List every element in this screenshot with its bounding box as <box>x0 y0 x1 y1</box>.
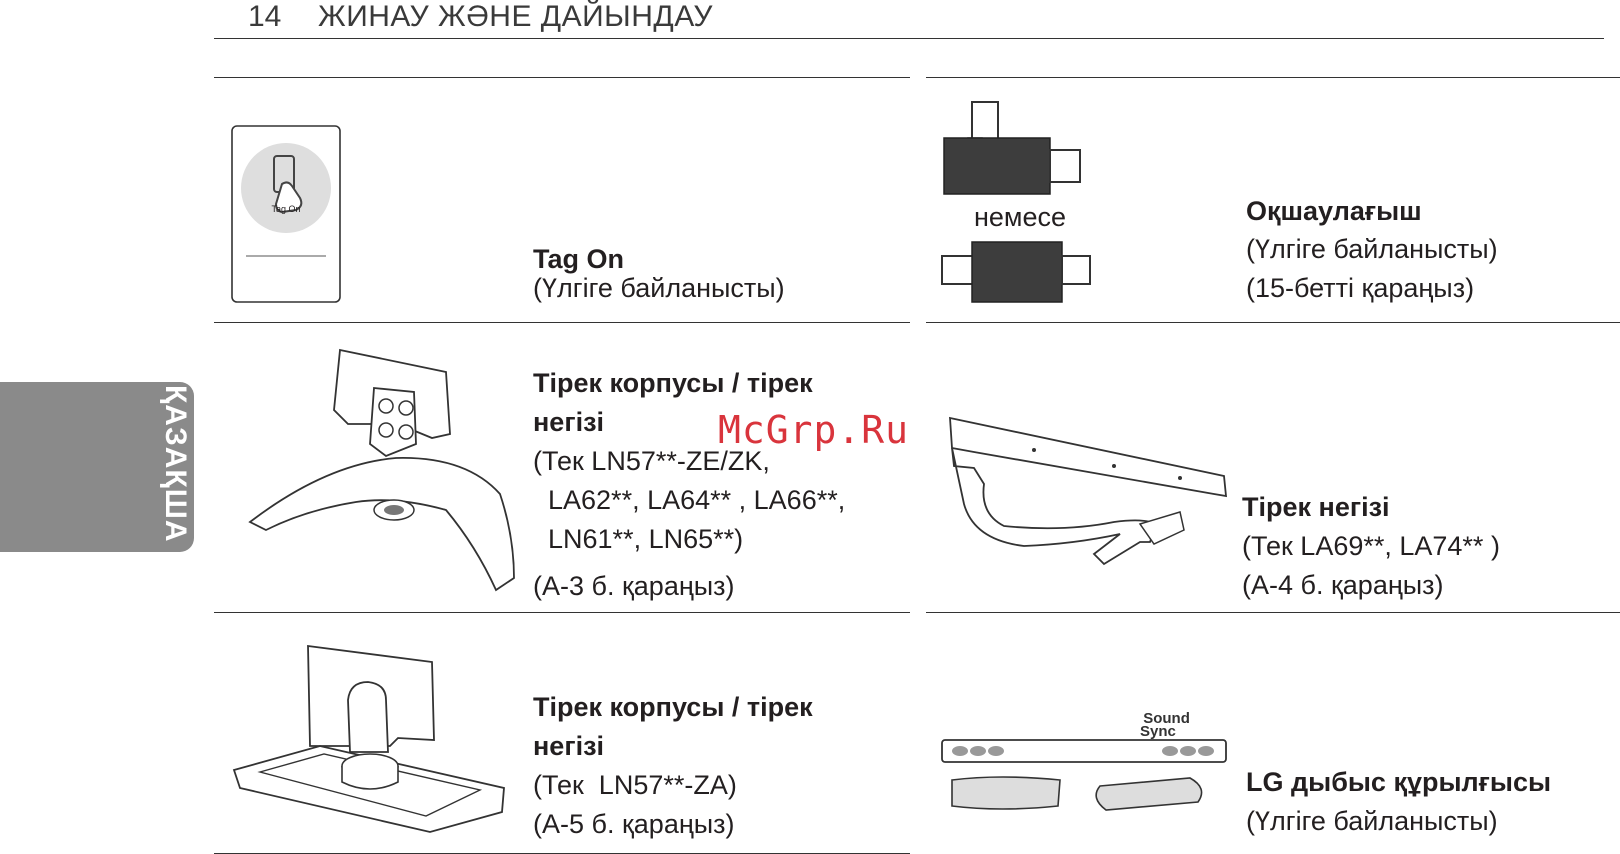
item-note: (A-3 б. қараңыз) <box>533 571 735 601</box>
alternative-text: немесе <box>974 202 1067 232</box>
tag-on-icon-label: Tag On <box>271 204 301 214</box>
item-title: негізі <box>533 407 604 437</box>
sound-sync-logo: Sound Sync <box>1140 710 1190 740</box>
item-detail: (A-5 б. қараңыз) <box>533 809 735 839</box>
divider <box>214 322 910 323</box>
page-number: 14 <box>248 0 282 33</box>
language-tab: ҚАЗАҚША <box>0 382 194 552</box>
watermark: McGrp.Ru <box>718 408 910 452</box>
divider <box>926 322 1620 323</box>
stand-base-long-icon <box>949 416 1228 566</box>
stand-flat-icon <box>232 644 505 833</box>
item-detail: (Тек LA69**, LA74** ) <box>1242 531 1500 561</box>
page-title: ЖИНАУ ЖӘНЕ ДАЙЫНДАУ <box>318 0 713 33</box>
stand-curved-icon <box>248 348 515 592</box>
item-title: негізі <box>533 731 604 761</box>
item-detail: (Үлгіге байланысты) <box>533 273 785 303</box>
item-title: Тірек корпусы / тірек <box>533 368 813 398</box>
item-title: Оқшаулағыш <box>1246 196 1422 226</box>
item-title: Тірек корпусы / тірек <box>533 692 813 722</box>
divider <box>214 77 910 78</box>
header-rule <box>214 38 1604 39</box>
item-detail: LA62**, LA64** , LA66**, <box>533 485 846 515</box>
item-title: LG дыбыс құрылғысы <box>1246 767 1552 797</box>
item-detail: (Тек LN57**-ZA) <box>533 770 737 800</box>
item-detail: (15-бетті қараңыз) <box>1246 273 1475 303</box>
item-detail: LN61**, LN65**) <box>533 524 744 554</box>
item-detail: (Үлгіге байланысты) <box>1246 234 1498 264</box>
item-title: Tag On <box>533 244 624 274</box>
item-title: Тірек негізі <box>1242 492 1390 522</box>
tag-on-card-icon <box>231 125 341 303</box>
sound-device-icon <box>941 739 1227 811</box>
divider <box>926 77 1620 78</box>
divider <box>214 612 910 613</box>
isolator-icon <box>943 101 1081 195</box>
item-detail: (Тек LN57**-ZE/ZK, <box>533 446 770 476</box>
item-detail: (A-4 б. қараңыз) <box>1242 570 1444 600</box>
divider <box>926 612 1620 613</box>
language-tab-label: ҚАЗАҚША <box>159 385 192 543</box>
isolator-alt-icon <box>941 241 1091 303</box>
item-detail: (Үлгіге байланысты) <box>1246 806 1498 836</box>
sound-sync-logo-line: Sound <box>1143 710 1190 727</box>
sound-sync-logo-line: Sync <box>1140 723 1176 740</box>
